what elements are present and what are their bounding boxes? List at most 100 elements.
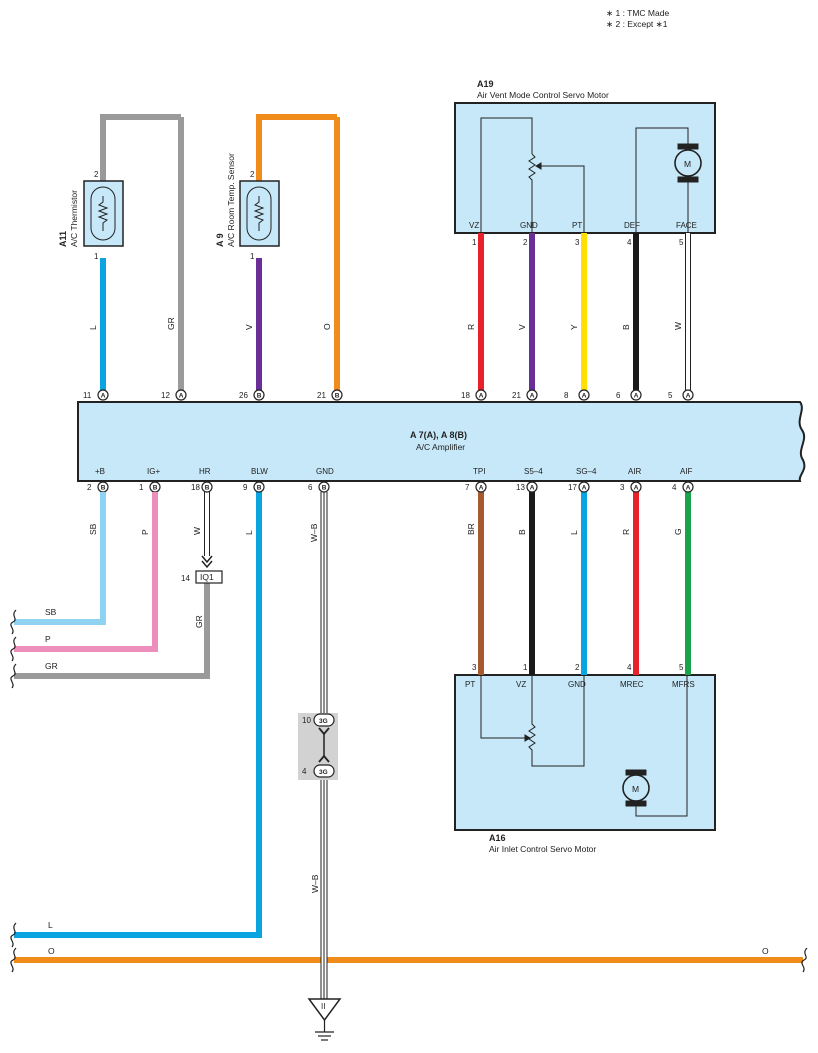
top-wire-code-0: L	[88, 325, 98, 330]
a19-internals	[480, 117, 702, 233]
a19-pin-num-4: 5	[679, 238, 684, 247]
bottom-o-break-left	[10, 947, 17, 973]
top-conn-2-letter: B	[257, 392, 262, 399]
a11-id: A11	[58, 231, 68, 247]
bottom-term-5: TPI	[473, 467, 485, 476]
ground-symbol	[307, 998, 342, 1041]
top-wire-code-2: V	[244, 324, 254, 330]
left-feed-label-0: SB	[45, 607, 57, 617]
top-pin-num-3: 21	[317, 391, 326, 400]
bottom-l-line	[14, 920, 262, 938]
bottom-conn-5-circle	[475, 481, 487, 493]
bottom-wire-code-9: G	[673, 528, 683, 535]
bottom-conn-2-letter: B	[205, 484, 210, 491]
top-pin-num-4: 18	[461, 391, 470, 400]
bottom-pin-num-4: 6	[308, 483, 313, 492]
left-feed-label-2: GR	[45, 661, 58, 671]
left-feed-break-2	[10, 663, 17, 689]
bottom-term-3: BLW	[251, 467, 268, 476]
a19-pin-label-2: PT	[572, 221, 582, 230]
bottom-conn-4-letter: B	[322, 484, 327, 491]
top-conn-2-circle	[253, 389, 265, 401]
bottom-conn-5-letter: A	[479, 484, 484, 491]
bottom-wire-code-6: B	[517, 529, 527, 535]
bottom-conn-8-letter: A	[634, 484, 639, 491]
iq1-wire-code: GR	[194, 615, 204, 628]
a16-pin-num-0: 3	[472, 663, 477, 672]
bottom-conn-8-circle	[630, 481, 642, 493]
note-2: ∗ 2 : Except ∗1	[606, 19, 668, 29]
ground-label: II	[321, 1002, 325, 1011]
bottom-wire-code-2: W	[192, 527, 202, 535]
bottom-pin-num-6: 13	[516, 483, 525, 492]
junction-bottom-id: 3G	[319, 769, 328, 776]
a19-motor-label: M	[684, 159, 691, 169]
a16-pin-label-0: PT	[465, 680, 475, 689]
bottom-pin-num-5: 7	[465, 483, 470, 492]
iq1-id: IQ1	[200, 572, 214, 582]
bottom-term-0: +B	[95, 467, 105, 476]
bottom-l-label: L	[48, 920, 53, 930]
a11-pin-bottom: 1	[94, 252, 99, 261]
iq1-pin: 14	[181, 574, 190, 583]
top-conn-5-circle	[526, 389, 538, 401]
top-conn-6-circle	[578, 389, 590, 401]
left-feed-break-1	[10, 636, 17, 662]
a16-pin-label-1: VZ	[516, 680, 526, 689]
bottom-term-7: SG–4	[576, 467, 597, 476]
bottom-wire-code-3: L	[244, 530, 254, 535]
top-pin-num-5: 21	[512, 391, 521, 400]
bottom-wire-code-8: R	[621, 529, 631, 535]
top-pin-num-1: 12	[161, 391, 170, 400]
junction-bottom-num: 4	[302, 767, 307, 776]
top-wire-code-7: B	[621, 324, 631, 330]
bottom-conn-9-letter: A	[686, 484, 691, 491]
bottom-pin-num-9: 4	[672, 483, 677, 492]
junction-wire-below-code: W–B	[310, 874, 320, 893]
a16-pin-num-1: 1	[523, 663, 528, 672]
bottom-conn-3-circle	[253, 481, 265, 493]
a19-pin-num-1: 2	[523, 238, 528, 247]
left-feed-2	[14, 583, 210, 679]
top-pin-num-2: 26	[239, 391, 248, 400]
top-wire-code-8: W	[673, 322, 683, 330]
bottom-pin-num-3: 9	[243, 483, 248, 492]
a16-internals	[480, 675, 688, 817]
bottom-o-break-right	[801, 947, 808, 973]
bottom-conn-9-circle	[682, 481, 694, 493]
a11-sensor	[83, 180, 124, 247]
bottom-pin-num-0: 2	[87, 483, 92, 492]
junction-top-shape	[313, 713, 335, 727]
bottom-term-1: IG+	[147, 467, 160, 476]
a11-pin-top: 2	[94, 170, 99, 179]
top-conn-3-letter: B	[335, 392, 340, 399]
o-loop	[256, 114, 337, 181]
bottom-term-2: HR	[199, 467, 211, 476]
left-feed-1	[14, 492, 158, 652]
a19-name: Air Vent Mode Control Servo Motor	[477, 90, 609, 100]
bottom-wire-code-0: SB	[88, 523, 98, 535]
a9-name: A/C Room Temp. Sensor	[226, 153, 236, 247]
iq1-connector	[195, 555, 223, 584]
a19-pin-label-0: VZ	[469, 221, 479, 230]
a9-pin-bottom: 1	[250, 252, 255, 261]
junction-top-id: 3G	[319, 718, 328, 725]
a9-pin-top: 2	[250, 170, 255, 179]
bottom-pin-num-7: 17	[568, 483, 577, 492]
a19-id: A19	[477, 79, 494, 89]
top-conn-3-circle	[331, 389, 343, 401]
top-conn-4-circle	[475, 389, 487, 401]
bottom-conn-2-circle	[201, 481, 213, 493]
left-feed-break-0	[10, 609, 17, 635]
amplifier-box	[77, 401, 806, 482]
bottom-pin-num-1: 1	[139, 483, 144, 492]
a16-pin-label-3: MREC	[620, 680, 644, 689]
bottom-pin-num-8: 3	[620, 483, 625, 492]
a16-pin-label-4: MFRS	[672, 680, 695, 689]
bottom-term-8: AIR	[628, 467, 642, 476]
a11-name: A/C Thermistor	[69, 190, 79, 247]
top-conn-8-letter: A	[686, 392, 691, 399]
a16-pin-num-3: 4	[627, 663, 632, 672]
top-wire-code-6: Y	[569, 324, 579, 330]
